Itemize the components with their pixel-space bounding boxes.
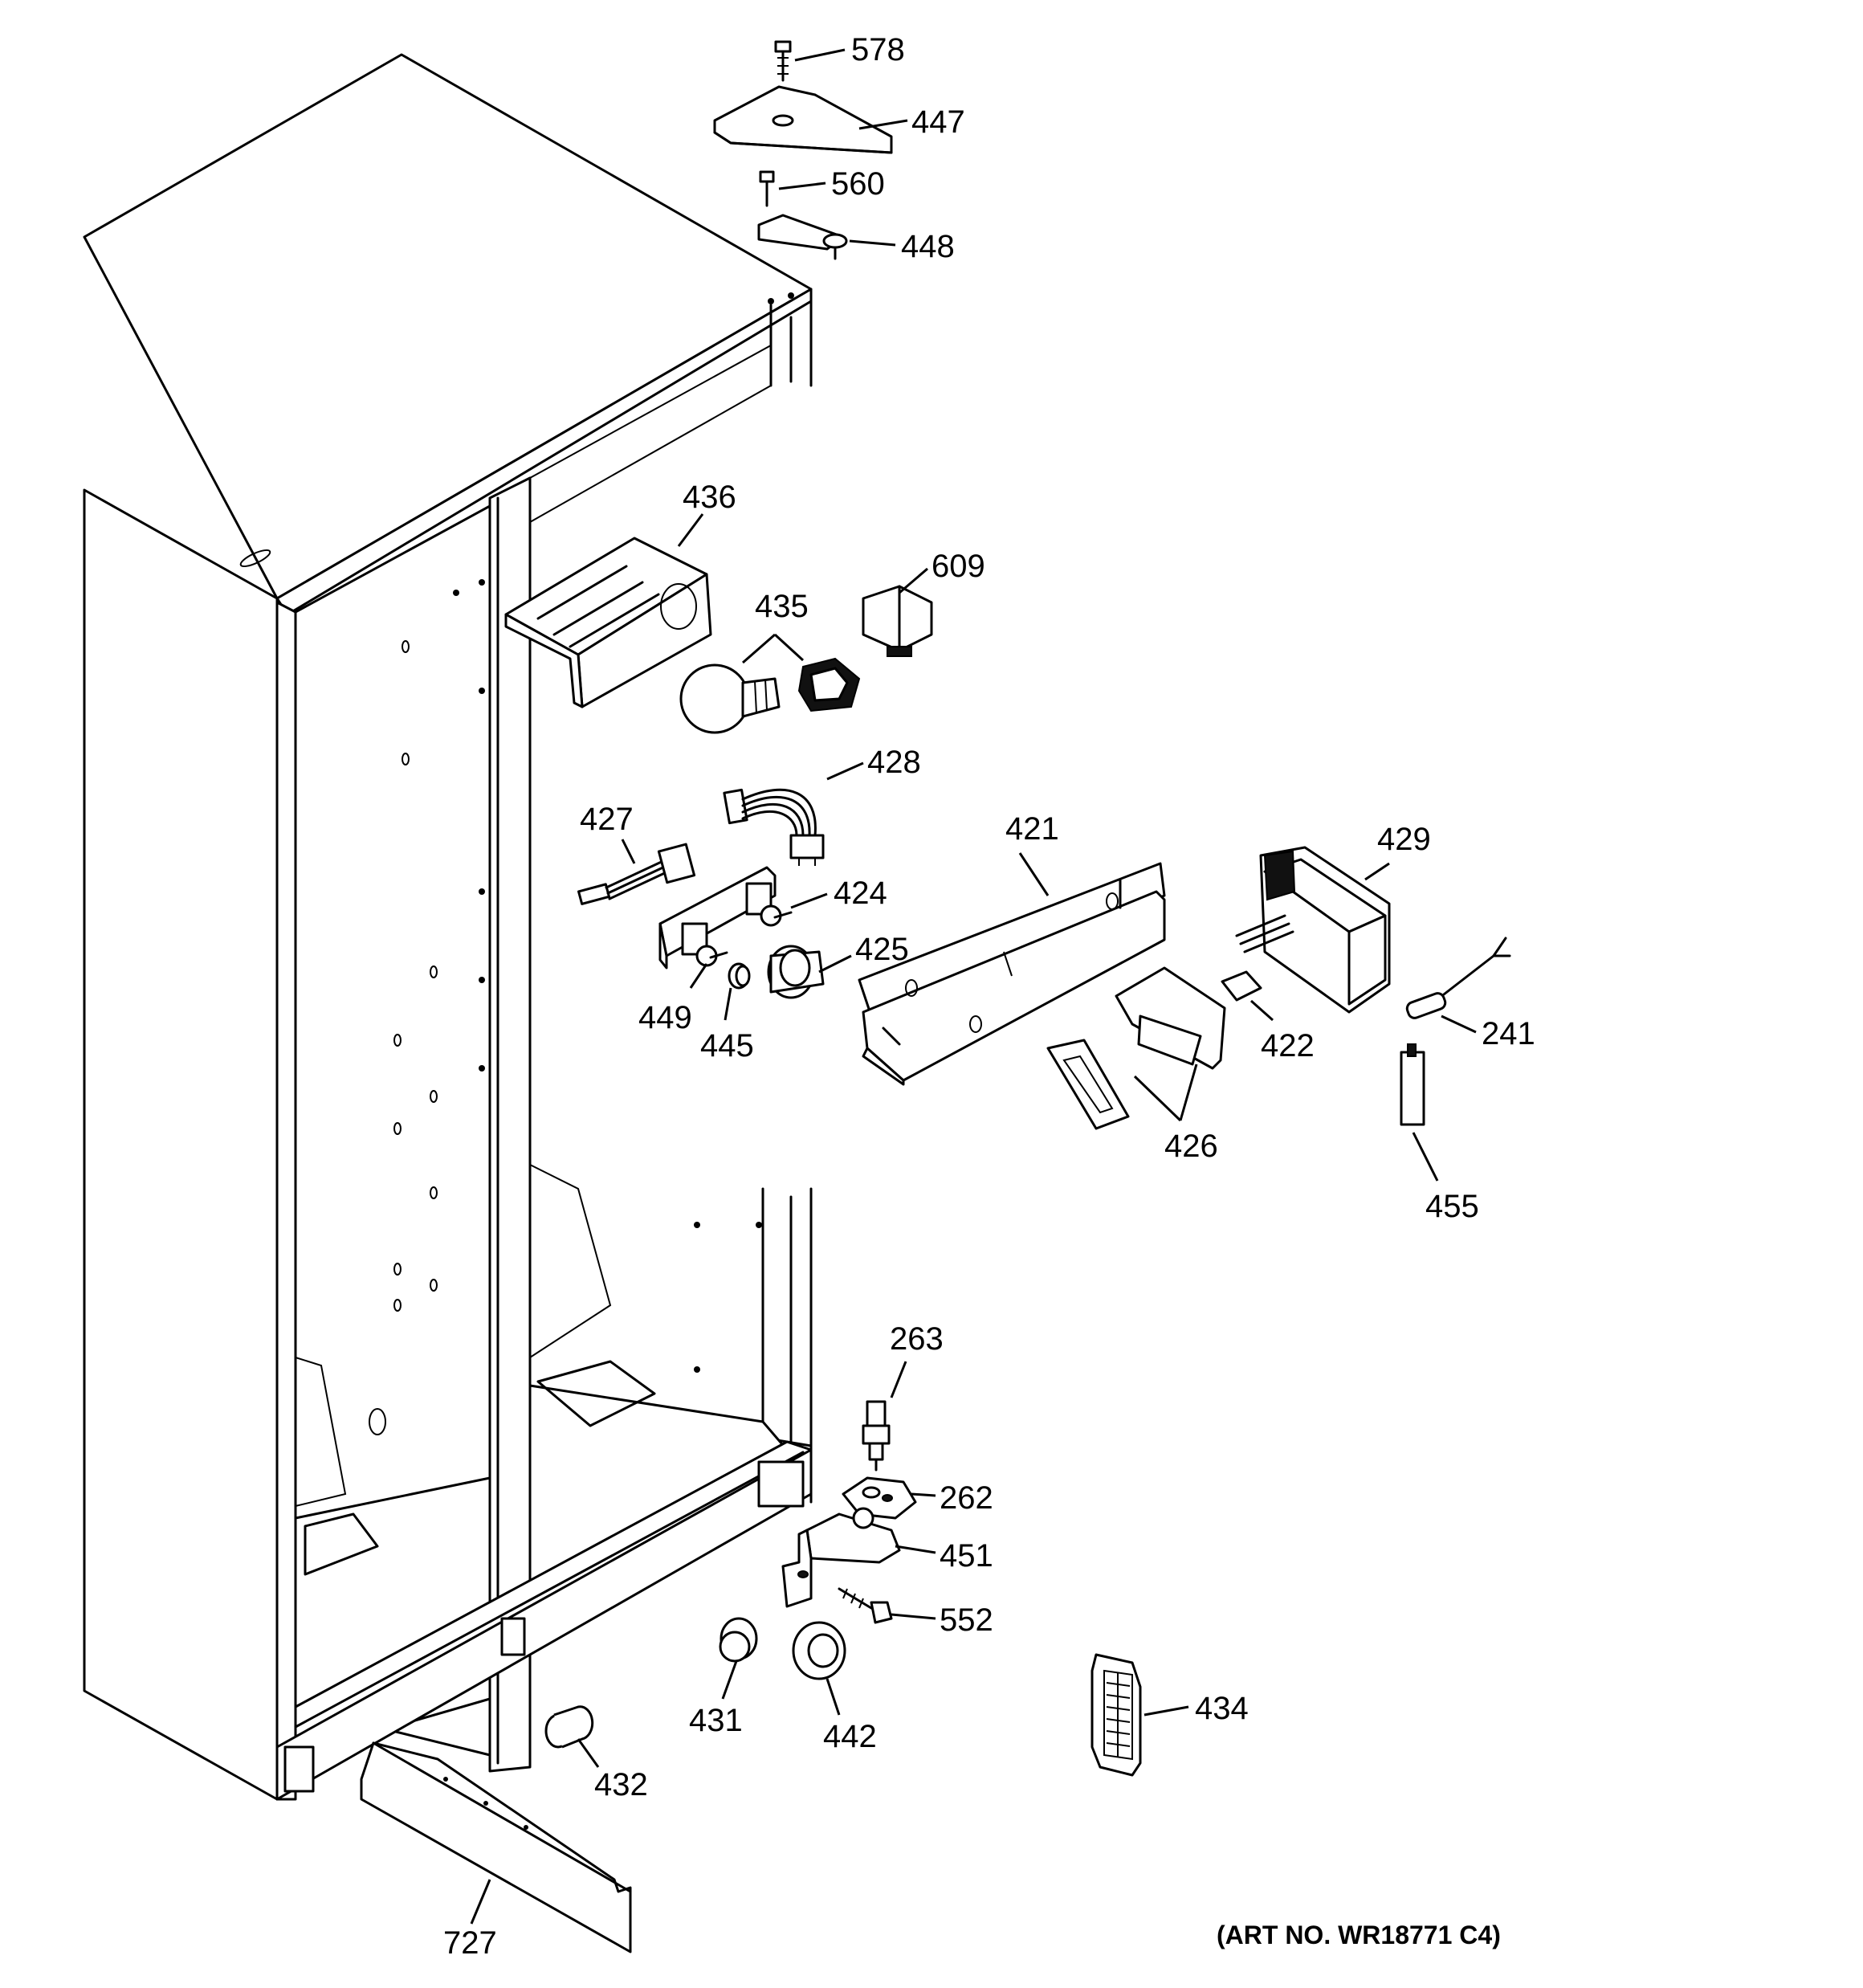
label-552: 552 [940, 1602, 993, 1638]
light-bulb-435-icon [679, 663, 781, 734]
art-number: (ART NO. WR18771 C4) [1217, 1921, 1501, 1949]
label-434: 434 [1195, 1691, 1249, 1726]
clip-422-icon [1221, 970, 1262, 1002]
housing-429-icon [1235, 846, 1391, 1014]
label-727: 727 [443, 1925, 497, 1961]
label-262: 262 [940, 1480, 993, 1516]
light-shield-436-icon [504, 537, 712, 708]
wire-harness-427-icon [577, 843, 696, 905]
label-432: 432 [594, 1767, 648, 1802]
light-socket-435-icon [797, 657, 861, 712]
label-431: 431 [689, 1703, 743, 1738]
leader-lines [470, 48, 1477, 1925]
cap-442-icon [792, 1621, 846, 1680]
hinge-448-icon [757, 214, 848, 260]
label-451: 451 [940, 1538, 993, 1574]
hinge-451-icon [781, 1507, 901, 1608]
tube-455-icon [1400, 1043, 1425, 1126]
grille-434-icon [1090, 1653, 1142, 1777]
screw-560-icon [759, 170, 775, 207]
label-429: 429 [1377, 822, 1431, 857]
label-445: 445 [700, 1028, 754, 1063]
label-427: 427 [580, 802, 634, 837]
label-422: 422 [1261, 1028, 1315, 1063]
label-241: 241 [1482, 1016, 1535, 1051]
label-435: 435 [755, 589, 809, 624]
hinge-cover-447-icon [713, 85, 893, 154]
label-447: 447 [911, 104, 965, 140]
part-labels: 578 447 560 448 436 609 435 428 427 421 … [443, 32, 1535, 1961]
label-442: 442 [823, 1719, 877, 1754]
switch-609-icon [862, 585, 933, 657]
label-449: 449 [638, 1000, 692, 1035]
label-424: 424 [834, 876, 887, 911]
label-263: 263 [890, 1321, 944, 1357]
label-560: 560 [831, 166, 885, 202]
wire-harness-428-icon [723, 788, 825, 866]
hinge-pin-263-icon [862, 1400, 891, 1472]
control-housing-421-icon [858, 862, 1166, 1086]
label-436: 436 [683, 480, 736, 515]
base-grille-727-icon [360, 1741, 632, 1953]
control-knob-425-icon [767, 945, 825, 999]
refrigerator-cabinet [83, 53, 813, 1801]
bushing-262-icon [842, 1476, 917, 1520]
plug-431-icon [719, 1617, 758, 1663]
label-578: 578 [851, 32, 905, 67]
cover-426-icon [1046, 966, 1226, 1130]
collar-445-icon [728, 962, 751, 990]
bolt-552-icon [838, 1587, 893, 1624]
plug-432-icon [544, 1705, 594, 1749]
label-426: 426 [1164, 1129, 1218, 1164]
screw-578-icon [774, 40, 792, 82]
control-board-424-icon [658, 866, 793, 970]
label-448: 448 [901, 229, 955, 264]
label-421: 421 [1005, 811, 1059, 847]
label-428: 428 [867, 745, 921, 780]
label-609: 609 [932, 549, 985, 584]
thermistor-241-icon [1405, 937, 1511, 1019]
label-425: 425 [855, 932, 909, 967]
label-455: 455 [1425, 1189, 1479, 1224]
